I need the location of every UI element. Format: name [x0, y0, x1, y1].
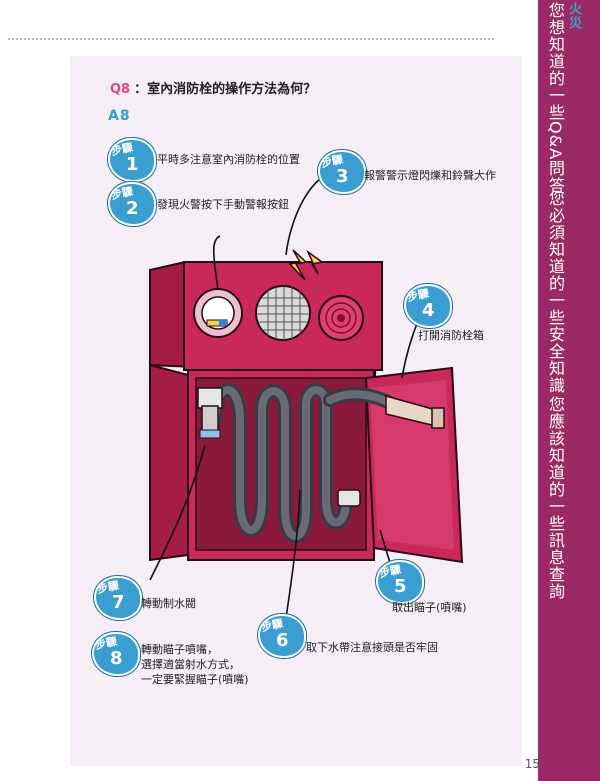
sidebar-topic-info: 您應該知道的一些訊息查詢 — [546, 396, 565, 600]
cabinet-lower-side — [149, 363, 189, 562]
sidebar-topic-qa: 您想知道的一些Q&A問答 — [546, 2, 565, 195]
step-badge-8: 步驟 8 — [92, 632, 140, 678]
step-8-line-3: 一定要緊握瞄子(噴嘴) — [141, 673, 249, 686]
question-tag: Q8 — [110, 82, 131, 97]
step-8-line-2: 選擇適當射水方式， — [141, 658, 240, 671]
step-1-text: 平時多注意室內消防栓的位置 — [157, 153, 300, 166]
step-badge-6: 步驟 6 — [258, 614, 306, 660]
alarm-button-blue — [219, 320, 227, 326]
sidebar: 火災 您想知道的一些Q&A問答 您必須知道的一些安全知識 您應該知道的一些訊息查… — [522, 0, 600, 781]
step-badge-3: 步驟 3 — [318, 150, 366, 196]
bell-grille — [257, 286, 309, 340]
step-5-text: 取出瞄子(噴嘴) — [392, 601, 467, 614]
step-badge-5: 步驟 5 — [376, 560, 424, 606]
step-3-text: 報警警示燈閃爍和鈴聲大作 — [364, 169, 496, 182]
sidebar-section-title: 火災 — [566, 2, 581, 30]
step-6-text: 取下水帶注意接頭是否牢固 — [306, 641, 438, 654]
step-8-line-1: 轉動瞄子噴嘴， — [141, 643, 218, 656]
question-text: ：室內消防栓的操作方法為何？ — [134, 82, 317, 97]
step-badge-2: 步驟 2 — [108, 182, 156, 228]
step-2-text: 發現火警按下手動警報按鈕 — [157, 198, 289, 211]
sidebar-gap — [522, 0, 538, 781]
page-number: 15 — [524, 757, 540, 771]
step-badge-4: 步驟 4 — [404, 284, 452, 330]
question-heading: Q8：室內消防栓的操作方法為何？ — [110, 78, 316, 97]
step-badge-1: 步驟 1 — [108, 138, 156, 184]
answer-label: A8 — [108, 108, 131, 124]
flash-mark — [288, 249, 308, 281]
valve — [197, 387, 223, 409]
step-7-text: 轉動制水閥 — [141, 597, 196, 610]
step-8-text: 轉動瞄子噴嘴， 選擇適當射水方式， 一定要緊握瞄子(噴嘴) — [141, 642, 249, 687]
dotted-rule — [8, 38, 494, 40]
alarm-bell — [255, 285, 311, 341]
hose-coupling — [337, 489, 361, 507]
sidebar-topic-safety: 您必須知道的一些安全知識 — [546, 190, 565, 394]
step-badge-7: 步驟 7 — [94, 576, 142, 622]
step-4-text: 打開消防栓箱 — [418, 329, 484, 342]
